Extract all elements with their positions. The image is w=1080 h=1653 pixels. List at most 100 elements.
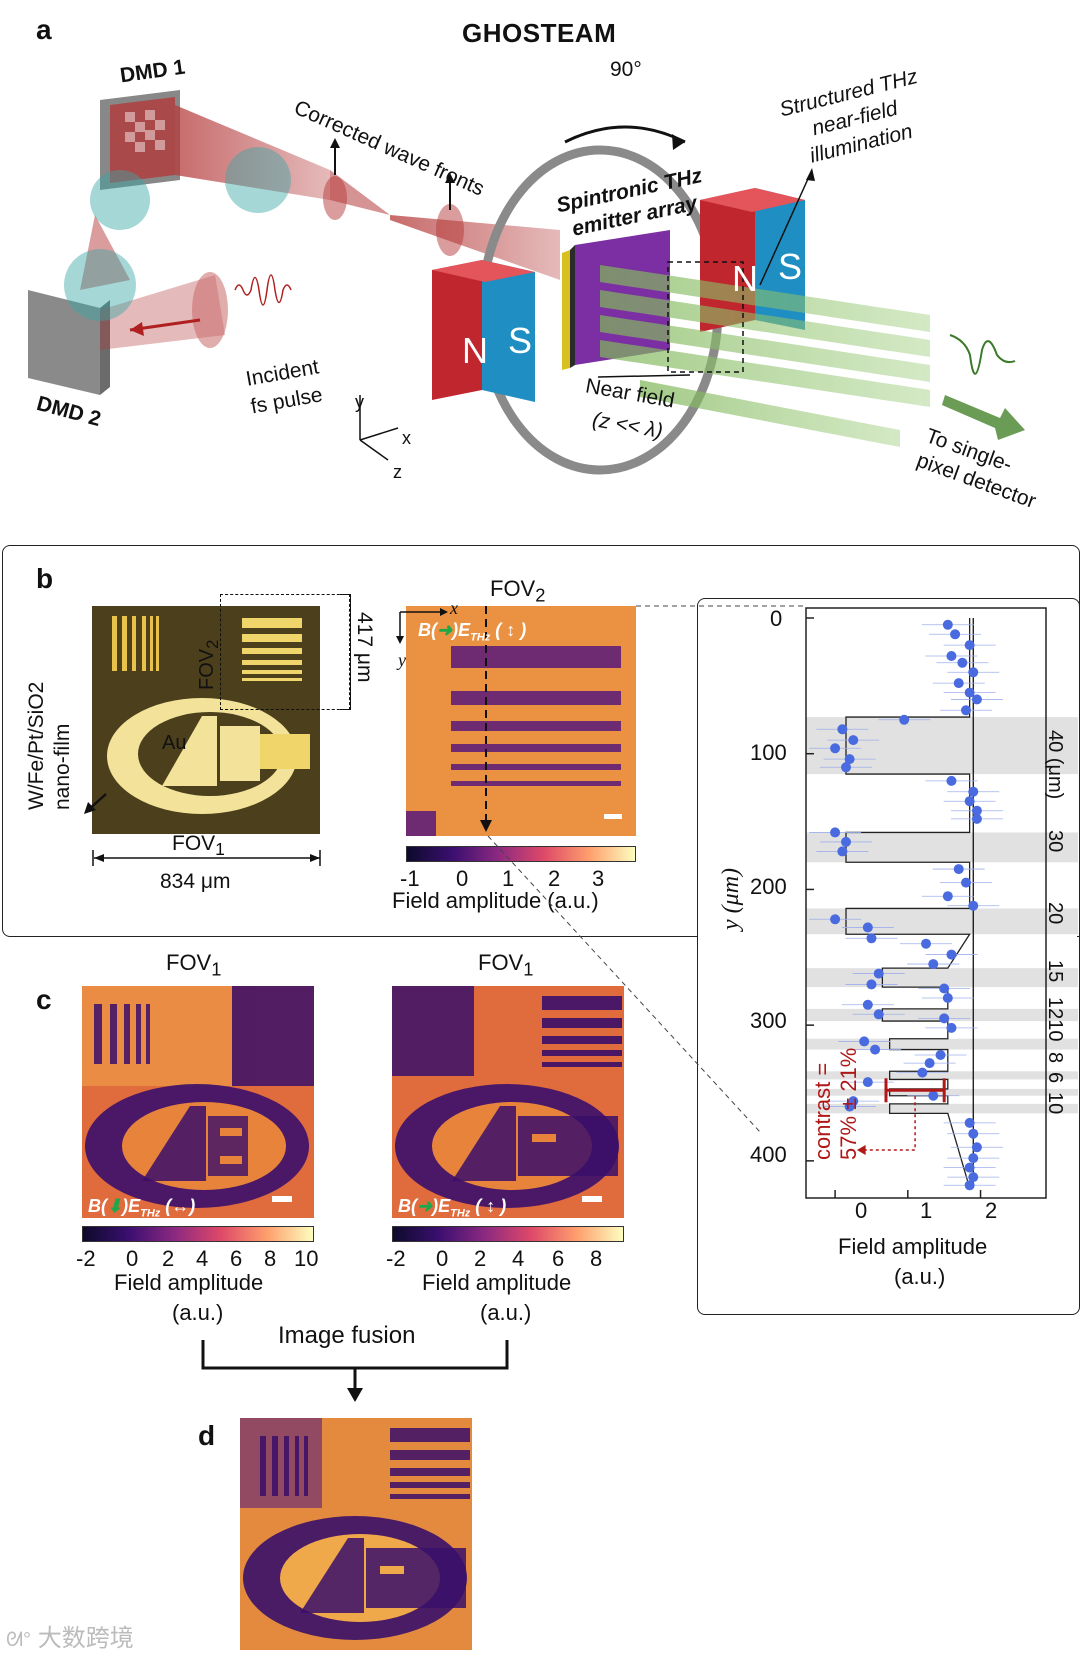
fov1-dimension-arrow — [92, 850, 321, 866]
data-point — [870, 1044, 881, 1055]
data-point — [971, 694, 982, 705]
fov2-cbar-label: Field amplitude (a.u.) — [392, 888, 599, 913]
data-point — [946, 651, 957, 661]
film-label: W/Fe/Pt/SiO2 nano-film — [24, 682, 76, 810]
data-point — [862, 922, 873, 933]
profile-step-line — [845, 618, 971, 1189]
right-cbar-tick: 8 — [590, 1246, 603, 1271]
data-point — [837, 724, 848, 735]
profile-xtick: 2 — [985, 1198, 998, 1223]
right-pol-b: B( — [398, 1196, 417, 1216]
fov2-polarization: B(➜)ETHz ( ↕ ) — [418, 620, 527, 644]
fov1-label-text: FOV — [172, 832, 216, 855]
data-point — [862, 1077, 873, 1088]
right-fov1-title-text: FOV — [478, 950, 524, 975]
fov2-axis-x: x — [450, 598, 458, 618]
data-point — [942, 993, 953, 1003]
panel-c-letter: c — [36, 984, 52, 1015]
data-point — [968, 1172, 979, 1183]
data-point — [946, 949, 957, 960]
data-point — [873, 1009, 884, 1020]
shaded-band — [806, 832, 1078, 863]
setup-illustration — [28, 90, 1025, 475]
data-point — [961, 705, 971, 716]
film-arrow — [84, 793, 107, 814]
data-point — [866, 933, 877, 944]
dmd2-mirror — [28, 290, 110, 395]
data-point — [917, 1067, 928, 1078]
data-point — [841, 836, 851, 847]
left-pol-b: B( — [88, 1196, 107, 1216]
profile-plot-frame — [805, 607, 1047, 1199]
fov2-heatmap — [406, 606, 636, 836]
width-label-8: 8 — [1044, 1052, 1066, 1064]
profile-yticks — [806, 617, 814, 1162]
right-cbar-tick: -2 — [386, 1246, 406, 1271]
fov2-pol-e: )E — [452, 620, 471, 640]
data-point — [968, 900, 979, 911]
left-cbar-tick: 10 — [294, 1246, 319, 1271]
data-point — [964, 796, 975, 807]
left-fov1-title-sub: 1 — [211, 958, 222, 980]
profile-xtick: 0 — [855, 1198, 868, 1223]
data-point — [844, 754, 855, 765]
data-point — [830, 827, 841, 838]
data-point — [946, 775, 957, 786]
magnet-n-left: N — [462, 330, 488, 371]
data-point — [935, 1050, 946, 1060]
fusion-label: Image fusion — [274, 1322, 420, 1350]
shaded-band — [806, 717, 1078, 775]
fov2-image-title: FOV2 — [490, 576, 545, 606]
fov1-size-label: 834 μm — [160, 870, 231, 893]
left-cbar-tick: 2 — [162, 1246, 175, 1271]
width-label-10: 10 — [1044, 1092, 1066, 1115]
fov2-cbar-tick: 0 — [456, 866, 469, 891]
left-pol-sub: THz — [140, 1207, 161, 1220]
profile-ytick: 400 — [750, 1142, 787, 1167]
data-point — [848, 735, 859, 746]
contrast-pointer — [860, 1096, 916, 1151]
profile-ylabel: y (μm) — [718, 867, 744, 930]
data-point — [971, 1142, 982, 1153]
fov2-cbar-tick: -1 — [400, 866, 420, 891]
right-pol-e: )E — [432, 1196, 451, 1216]
film-label-text: W/Fe/Pt/SiO2 — [25, 681, 48, 810]
fused-heatmap — [240, 1418, 472, 1650]
axis-z-label: z — [393, 462, 402, 482]
data-point — [859, 1036, 870, 1047]
panel-a-letter: a — [36, 14, 52, 45]
contrast-label: contrast = 57% ± 21% — [810, 1048, 862, 1160]
data-point — [942, 619, 953, 630]
right-cbar-tick: 0 — [436, 1246, 449, 1271]
profile-ytick: 300 — [750, 1008, 787, 1033]
left-cbar-tick: -2 — [76, 1246, 96, 1271]
data-point — [946, 1022, 957, 1033]
data-point — [837, 846, 848, 857]
right-cbar-unit: (a.u.) — [480, 1300, 532, 1325]
axis-y-label: y — [355, 392, 364, 412]
profile-xticks — [834, 1190, 982, 1198]
fov2-axes-arrows — [396, 608, 448, 644]
panel-d-letter: d — [198, 1420, 216, 1451]
magnet-s-right: S — [778, 246, 803, 287]
fov2-label-text: FOV — [196, 648, 218, 690]
width-label-1210: 1210 — [1044, 997, 1066, 1042]
dmd1-mirror — [100, 90, 180, 190]
left-cbar-tick: 0 — [126, 1246, 139, 1271]
data-point — [830, 914, 841, 925]
data-point — [953, 864, 964, 875]
left-pol-e: )E — [122, 1196, 141, 1216]
shaded-band — [806, 1088, 1078, 1096]
contrast-marker — [856, 1078, 946, 1155]
contrast-text: contrast = — [810, 1062, 835, 1160]
profile-ytick: 0 — [770, 606, 783, 631]
data-point — [873, 968, 884, 979]
data-point — [939, 1013, 950, 1024]
data-point — [928, 1090, 939, 1101]
data-point — [924, 1058, 935, 1069]
right-colorbar — [392, 1226, 624, 1242]
fov2-axis-y: y — [398, 650, 406, 670]
left-cbar-label: Field amplitude — [114, 1270, 264, 1295]
profile-ytick: 200 — [750, 874, 787, 899]
shaded-band — [806, 1103, 1078, 1114]
